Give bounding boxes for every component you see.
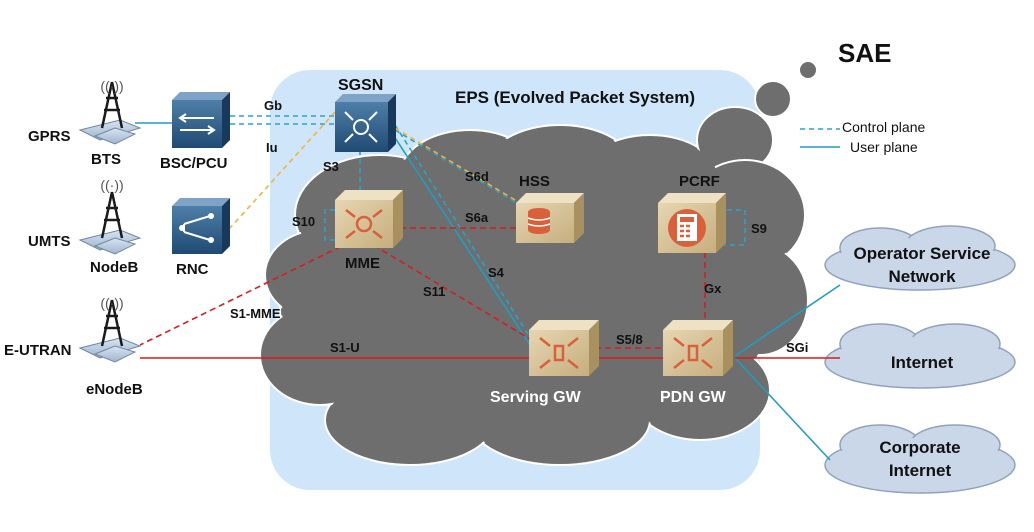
s3-interface-label: S3 bbox=[323, 159, 339, 174]
s1-mme-interface-label: S1-MME bbox=[230, 306, 281, 321]
bts-label: BTS bbox=[91, 151, 121, 168]
corporate-internet-label-line1: Corporate bbox=[879, 438, 960, 457]
mme-label: MME bbox=[345, 255, 380, 272]
svg-text:((·)): ((·)) bbox=[100, 78, 123, 94]
user-plane-links bbox=[135, 122, 841, 461]
legend-user-label: User plane bbox=[850, 139, 918, 155]
rnc-icon bbox=[172, 198, 230, 254]
yellow-control-links bbox=[229, 111, 516, 229]
pdn-gw-icon bbox=[663, 320, 733, 376]
s6a-interface-label: S6a bbox=[465, 210, 489, 225]
operator-network-label-line1: Operator Service bbox=[853, 244, 990, 263]
serving-gw-label: Serving GW bbox=[490, 389, 582, 406]
thought-bubble-medium bbox=[754, 80, 792, 118]
svg-text:((·)): ((·)) bbox=[100, 295, 123, 311]
signal-links bbox=[139, 227, 706, 349]
internet-label: Internet bbox=[891, 353, 954, 372]
pcrf-icon bbox=[658, 193, 726, 253]
bsc-pcu-icon bbox=[172, 92, 230, 148]
s11-interface-label: S11 bbox=[423, 284, 445, 299]
gprs-label: GPRS bbox=[28, 128, 71, 145]
control-plane-links bbox=[230, 115, 840, 346]
iu-interface-label: Iu bbox=[266, 140, 278, 155]
legend-control-label: Control plane bbox=[842, 119, 925, 135]
corporate-internet-label-line2: Internet bbox=[889, 461, 952, 480]
nodeb-label: NodeB bbox=[90, 259, 139, 276]
hss-label: HSS bbox=[519, 173, 550, 190]
s6d-interface-label: S6d bbox=[465, 169, 489, 184]
gb-interface-label: Gb bbox=[264, 98, 282, 113]
gx-interface-label: Gx bbox=[704, 281, 722, 296]
rnc-label: RNC bbox=[176, 261, 209, 278]
umts-label: UMTS bbox=[28, 233, 71, 250]
enodeb-label: eNodeB bbox=[86, 381, 143, 398]
enodeb-tower-icon: ((·)) bbox=[78, 295, 142, 363]
pdn-gw-label: PDN GW bbox=[660, 389, 727, 406]
eutran-label: E-UTRAN bbox=[4, 342, 72, 359]
sgi-interface-label: SGi bbox=[786, 340, 808, 355]
sgsn-label: SGSN bbox=[338, 77, 383, 94]
bts-tower-icon: ((·)) bbox=[78, 78, 142, 145]
svg-text:((·)): ((·)) bbox=[100, 177, 123, 193]
diagram-title: SAE bbox=[838, 38, 891, 68]
pcrf-label: PCRF bbox=[679, 173, 720, 190]
eps-label: EPS (Evolved Packet System) bbox=[455, 88, 695, 107]
s9-interface-label: S9 bbox=[751, 221, 767, 236]
s4-interface-label: S4 bbox=[488, 265, 505, 280]
s5-8-interface-label: S5/8 bbox=[616, 332, 643, 347]
operator-network-label-line2: Network bbox=[888, 267, 956, 286]
sgsn-icon bbox=[335, 94, 396, 152]
thought-bubble-small bbox=[798, 60, 818, 80]
s10-interface-label: S10 bbox=[292, 214, 315, 229]
s1-u-interface-label: S1-U bbox=[330, 340, 360, 355]
hss-icon bbox=[516, 193, 584, 243]
serving-gw-icon bbox=[529, 320, 599, 376]
mme-icon bbox=[335, 190, 403, 248]
nodeb-tower-icon: ((·)) bbox=[78, 177, 142, 255]
bsc-pcu-label: BSC/PCU bbox=[160, 155, 228, 172]
